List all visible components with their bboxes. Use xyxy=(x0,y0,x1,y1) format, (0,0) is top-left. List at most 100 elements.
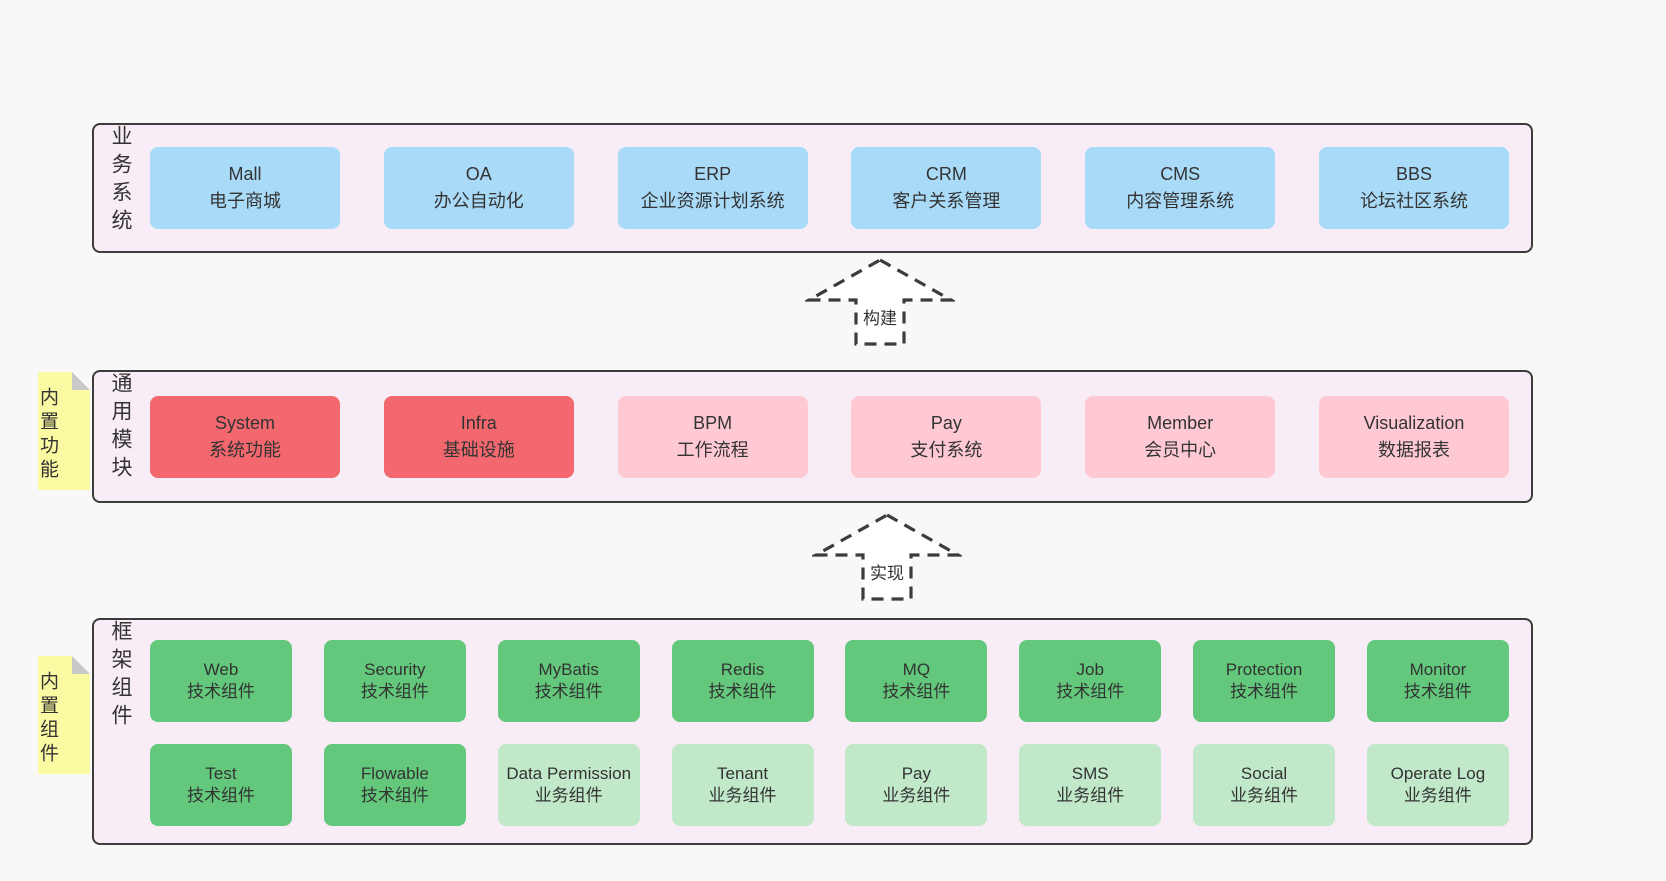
arrow-label: 实现 xyxy=(866,558,908,585)
box-desc: 技术组件 xyxy=(187,786,255,805)
module-box-security: Security 技术组件 xyxy=(323,640,466,722)
box-name: Social xyxy=(1240,763,1288,783)
box-name: CRM xyxy=(925,164,967,184)
module-box-oa: OA 办公自动化 xyxy=(383,147,574,229)
module-box-mq: MQ 技术组件 xyxy=(845,640,988,722)
box-desc: 技术组件 xyxy=(882,682,951,701)
box-desc: 工作流程 xyxy=(676,439,749,460)
box-name: Visualization xyxy=(1363,412,1465,433)
layer-label: 业务系统 xyxy=(109,125,132,237)
module-box-bbs: BBS 论坛社区系统 xyxy=(1318,147,1509,229)
module-box-erp: ERP 企业资源计划系统 xyxy=(617,147,808,229)
box-desc: 技术组件 xyxy=(360,786,429,805)
implement-arrow: 实现 xyxy=(812,512,962,602)
business-systems-row: Mall 电子商城 OA 办公自动化 ERP 企业资源计划系统 CRM 客户关系管理 CMS 内容… xyxy=(150,125,1509,251)
module-box-mybatis: MyBatis 技术组件 xyxy=(497,640,640,722)
box-name: Test xyxy=(205,763,237,783)
module-box-visualization: Visualization 数据报表 xyxy=(1318,395,1509,478)
sticky-note-label: 内置组件 xyxy=(37,671,58,767)
box-desc: 业务组件 xyxy=(708,786,777,805)
box-name: CMS xyxy=(1160,164,1201,184)
module-box-monitor: Monitor 技术组件 xyxy=(1366,640,1509,722)
box-desc: 技术组件 xyxy=(1403,682,1472,701)
module-box-flowable: Flowable 技术组件 xyxy=(323,744,466,826)
module-box-system: System 系统功能 xyxy=(150,395,340,478)
layer-business-systems: 业务系统 Mall 电子商城 OA 办公自动化 ERP 企业资源计划系统 CRM 客户关系管理… xyxy=(92,123,1533,253)
box-name: Mall xyxy=(228,164,262,184)
box-name: Monitor xyxy=(1409,659,1467,679)
module-box-protection: Protection 技术组件 xyxy=(1193,640,1336,722)
module-box-cms: CMS 内容管理系统 xyxy=(1085,147,1276,229)
sticky-note-built-in-components: 内置组件 xyxy=(37,656,90,774)
box-name: MQ xyxy=(902,659,931,679)
box-name: Web xyxy=(203,659,239,679)
box-name: BBS xyxy=(1395,164,1432,184)
box-desc: 会员中心 xyxy=(1144,439,1217,460)
box-desc: 业务组件 xyxy=(882,786,951,805)
up-block-arrow-icon xyxy=(805,258,955,346)
box-desc: 电子商城 xyxy=(209,191,281,211)
module-box-social: Social 业务组件 xyxy=(1193,744,1336,826)
box-name: Redis xyxy=(720,659,765,679)
build-arrow: 构建 xyxy=(805,257,955,347)
box-name: ERP xyxy=(694,164,732,184)
box-desc: 业务组件 xyxy=(1056,786,1125,805)
box-desc: 技术组件 xyxy=(534,682,603,701)
box-name: Security xyxy=(364,659,426,679)
box-desc: 技术组件 xyxy=(1056,682,1125,701)
module-box-member: Member 会员中心 xyxy=(1085,395,1276,478)
box-name: Protection xyxy=(1225,659,1303,679)
module-box-operate-log: Operate Log 业务组件 xyxy=(1366,744,1509,826)
module-box-infra: Infra 基础设施 xyxy=(383,395,574,478)
box-desc: 业务组件 xyxy=(1403,786,1472,805)
layer-label: 框架组件 xyxy=(109,620,132,732)
box-name: Flowable xyxy=(360,763,429,783)
module-box-pay: Pay 业务组件 xyxy=(845,744,988,826)
box-name: Operate Log xyxy=(1390,763,1486,783)
module-box-mall: Mall 电子商城 xyxy=(150,147,340,229)
box-desc: 业务组件 xyxy=(534,786,603,805)
box-name: OA xyxy=(465,164,492,184)
box-name: System xyxy=(214,412,275,433)
arrow-label: 构建 xyxy=(859,303,901,330)
box-desc: 办公自动化 xyxy=(433,191,524,211)
box-desc: 技术组件 xyxy=(187,682,255,701)
box-name: Job xyxy=(1076,659,1104,679)
module-box-redis: Redis 技术组件 xyxy=(671,640,814,722)
module-box-data-permission: Data Permission 业务组件 xyxy=(497,744,640,826)
box-name: Member xyxy=(1147,412,1214,433)
box-name: Data Permission xyxy=(506,763,632,783)
box-name: SMS xyxy=(1071,763,1109,783)
box-desc: 技术组件 xyxy=(360,682,429,701)
box-desc: 数据报表 xyxy=(1377,439,1450,460)
layer-label: 通用模块 xyxy=(109,372,132,484)
module-box-sms: SMS 业务组件 xyxy=(1019,744,1162,826)
sticky-note-built-in-features: 内置功能 xyxy=(37,372,90,490)
box-desc: 业务组件 xyxy=(1230,786,1299,805)
up-block-arrow-icon xyxy=(812,513,962,601)
box-name: MyBatis xyxy=(538,659,599,679)
box-desc: 技术组件 xyxy=(1230,682,1299,701)
box-name: Pay xyxy=(930,412,962,433)
box-desc: 论坛社区系统 xyxy=(1359,191,1468,211)
box-name: Infra xyxy=(460,412,497,433)
box-desc: 企业资源计划系统 xyxy=(640,191,785,211)
sticky-note-label: 内置功能 xyxy=(37,387,58,483)
module-box-web: Web 技术组件 xyxy=(150,640,292,722)
box-desc: 客户关系管理 xyxy=(892,191,1001,211)
box-desc: 内容管理系统 xyxy=(1126,191,1235,211)
box-desc: 基础设施 xyxy=(442,439,515,460)
box-name: Pay xyxy=(901,763,932,783)
box-desc: 技术组件 xyxy=(708,682,777,701)
module-box-test: Test 技术组件 xyxy=(150,744,292,826)
box-name: Tenant xyxy=(717,763,769,783)
module-box-crm: CRM 客户关系管理 xyxy=(851,147,1042,229)
box-desc: 系统功能 xyxy=(209,439,281,460)
